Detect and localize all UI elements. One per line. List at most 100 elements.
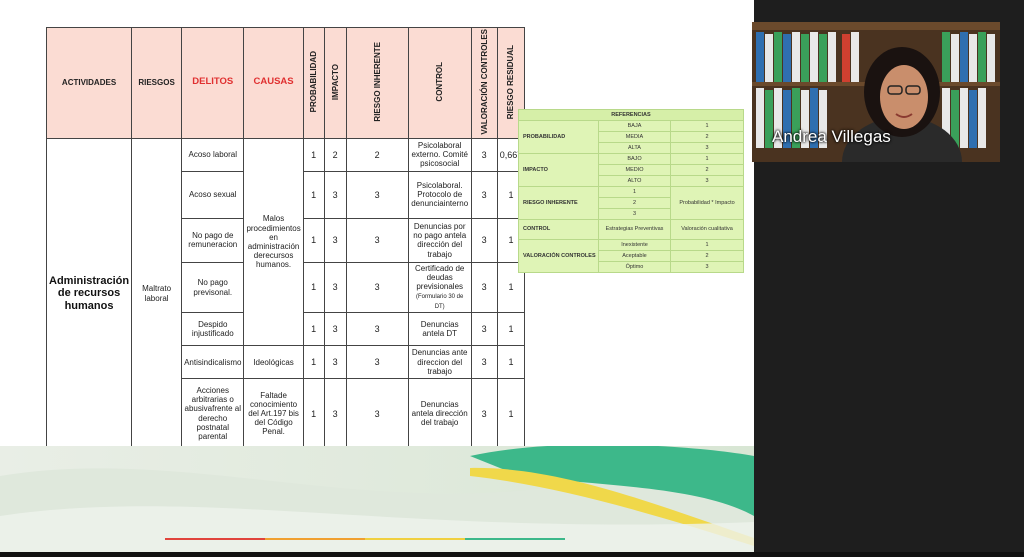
ref-control-label: CONTROL (518, 219, 599, 240)
rr-cell: 1 (496, 345, 526, 380)
delito-cell: Acciones arbitrarias o abusivafrente al … (181, 378, 245, 450)
imp-cell: 3 (323, 312, 347, 347)
header-valoracion-text: VALORACIÓN CONTROLES (479, 29, 489, 135)
ri-cell: 3 (345, 378, 409, 450)
ref-probabilidad-label: PROBABILIDAD (518, 120, 599, 154)
ref-impacto-label: IMPACTO (518, 153, 599, 187)
ref-item: ALTA (598, 142, 671, 154)
ref-item: 1 (598, 186, 671, 198)
val-cell: 3 (470, 312, 498, 347)
ref-item: ALTO (598, 175, 671, 187)
footer-line-orange (265, 538, 365, 540)
delito-cell: Antisindicalismo (181, 345, 245, 380)
header-delitos: DELITOS (181, 27, 245, 139)
ref-control-a: Estrategias Preventivas (598, 219, 671, 240)
imp-cell: 3 (323, 217, 347, 263)
delito-cell: Acoso laboral (181, 137, 245, 172)
causa-cell: Faltade conocimiento del Art.197 bis del… (243, 378, 304, 450)
ref-value: 3 (670, 261, 744, 273)
header-impacto-text: IMPACTO (330, 63, 340, 100)
val-cell: 3 (470, 261, 498, 314)
ref-valoracion-label: VALORACIÓN CONTROLES (518, 239, 599, 273)
ref-value: 3 (670, 175, 744, 187)
val-cell: 3 (470, 170, 498, 219)
imp-cell: 3 (323, 378, 347, 450)
ref-value: 1 (670, 120, 744, 132)
val-cell: 3 (470, 345, 498, 380)
participant-name-label: Andrea Villegas (772, 127, 891, 146)
ref-value: 3 (670, 142, 744, 154)
actividad-cell: Administración de recursos humanos (45, 137, 133, 450)
header-impacto: IMPACTO (323, 27, 347, 139)
ref-value: 2 (670, 131, 744, 143)
participant-video-tile[interactable] (752, 22, 1000, 162)
header-actividades: ACTIVIDADES (45, 27, 133, 139)
riesgo-cell: Maltrato laboral (131, 137, 183, 450)
prob-cell: 1 (302, 345, 325, 380)
ri-cell: 3 (345, 312, 409, 347)
rr-cell: 1 (496, 378, 526, 450)
val-cell: 3 (470, 378, 498, 450)
imp-cell: 3 (323, 261, 347, 314)
delito-cell: No pago previsonal. (181, 261, 245, 314)
header-riesgo-inherente-text: RIESGO INHERENTE (372, 42, 382, 122)
header-causas: CAUSAS (243, 27, 304, 139)
prob-cell: 1 (302, 378, 325, 450)
slide-footer-decoration (0, 446, 754, 552)
ref-item: 3 (598, 208, 671, 220)
causa-cell: Malos procedimientos en administración d… (243, 137, 304, 347)
header-control: CONTROL (407, 27, 472, 139)
ref-value: 2 (670, 250, 744, 262)
header-riesgos: RIESGOS (131, 27, 183, 139)
imp-cell: 3 (323, 170, 347, 219)
delito-cell: Acoso sexual (181, 170, 245, 219)
ref-control-b: Valoración cualitativa (670, 219, 744, 240)
footer-line-green (465, 538, 565, 540)
prob-cell: 1 (302, 261, 325, 314)
ref-item: BAJO (598, 153, 671, 165)
control-cell: Denuncias antela DT (407, 312, 472, 347)
ref-item: BAJA (598, 120, 671, 132)
imp-cell: 2 (323, 137, 347, 172)
ref-item: Inexistente (598, 239, 671, 251)
participant-video-feed (752, 22, 1000, 162)
ref-formula: Probabilidad * Impacto (670, 186, 744, 220)
ref-item: Aceptable (598, 250, 671, 262)
ri-cell: 3 (345, 217, 409, 263)
control-cell: Denuncias por no pago antela dirección d… (407, 217, 472, 263)
header-control-text: CONTROL (435, 62, 445, 102)
meeting-bottom-bar (0, 552, 1024, 557)
control-cell: Psicolaboral. Protocolo de denunciainter… (407, 170, 472, 219)
control-cell: Denuncias ante direccion del trabajo (407, 345, 472, 380)
prob-cell: 1 (302, 312, 325, 347)
control-cell: Denuncias antela dirección del trabajo (407, 378, 472, 450)
ref-item: MEDIO (598, 164, 671, 176)
control-text: Certificado de deudas previsionales (415, 263, 465, 292)
ri-cell: 3 (345, 170, 409, 219)
val-cell: 3 (470, 217, 498, 263)
footer-line-red (165, 538, 265, 540)
header-riesgo-residual-text: RIESGO RESIDUAL (506, 44, 516, 119)
references-title: REFERENCIAS (518, 109, 744, 121)
ref-value: 1 (670, 153, 744, 165)
prob-cell: 1 (302, 170, 325, 219)
ri-cell: 3 (345, 345, 409, 380)
ref-item: MEDIA (598, 131, 671, 143)
header-riesgo-residual: RIESGO RESIDUAL (496, 27, 526, 139)
ref-item: 2 (598, 197, 671, 209)
ref-value: 1 (670, 239, 744, 251)
ri-cell: 2 (345, 137, 409, 172)
control-note: (Formulario 30 de DT) (416, 294, 464, 311)
footer-line-yellow (365, 538, 465, 540)
ref-value: 2 (670, 164, 744, 176)
control-cell: Certificado de deudas previsionales (Form… (407, 261, 472, 314)
prob-cell: 1 (302, 217, 325, 263)
header-valoracion-controles: VALORACIÓN CONTROLES (470, 27, 498, 139)
ri-cell: 3 (345, 261, 409, 314)
imp-cell: 3 (323, 345, 347, 380)
presentation-slide: ACTIVIDADES RIESGOS DELITOS CAUSAS PROBA… (0, 0, 754, 552)
risk-matrix-table: ACTIVIDADES RIESGOS DELITOS CAUSAS PROBA… (45, 27, 526, 450)
val-cell: 3 (470, 137, 498, 172)
header-probabilidad-text: PROBABILIDAD (309, 51, 319, 113)
